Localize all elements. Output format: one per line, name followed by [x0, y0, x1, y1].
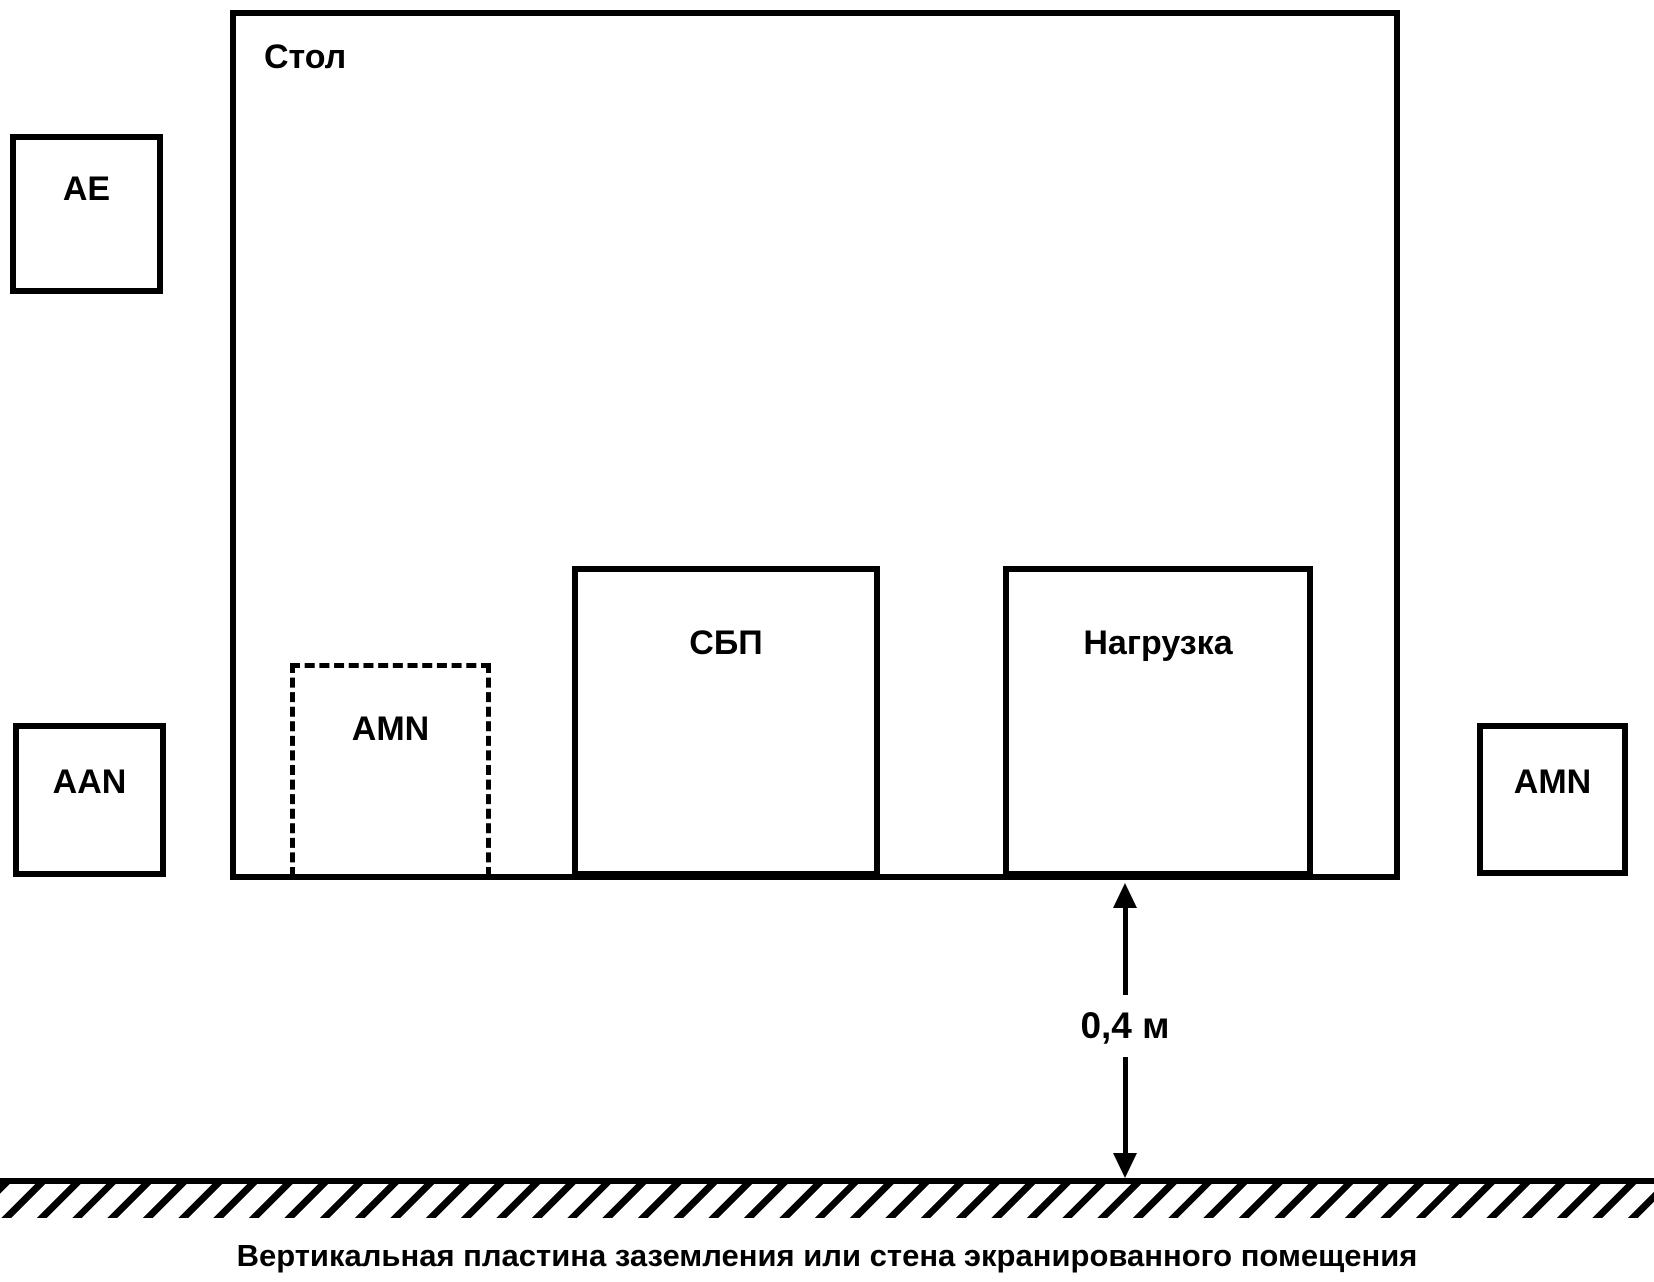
aan-label: AAN [52, 763, 127, 801]
dimension-label: 0,4 м [1078, 995, 1172, 1057]
amn-dashed-box: AMN [290, 663, 491, 877]
ae-box: AE [10, 134, 163, 294]
sbp-label: СБП [689, 624, 763, 662]
table-label: Стол [264, 38, 347, 76]
ground-caption: Вертикальная пластина заземления или сте… [236, 1238, 1418, 1273]
ground-plane-line [0, 1178, 1654, 1184]
load-box: Нагрузка [1003, 566, 1313, 877]
sbp-box: СБП [572, 566, 880, 877]
aan-box: AAN [13, 723, 166, 877]
amn-dashed-label: AMN [351, 710, 430, 748]
amn-right-label: AMN [1513, 763, 1592, 801]
ae-label: AE [62, 170, 111, 208]
amn-right-box: AMN [1477, 723, 1628, 876]
dimension-arrow: 0,4 м [1078, 883, 1172, 1178]
ground-plane-hatching [0, 1184, 1654, 1218]
arrowhead-down-icon [1113, 1153, 1137, 1178]
load-label: Нагрузка [1083, 624, 1233, 662]
